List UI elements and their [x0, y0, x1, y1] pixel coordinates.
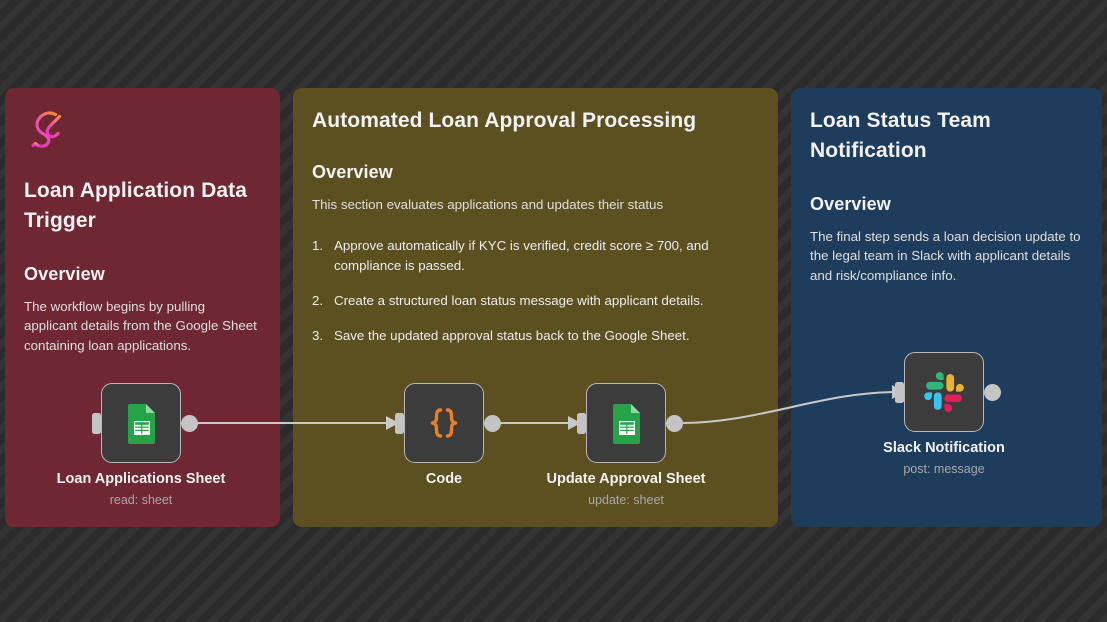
node-sublabel: post: message	[903, 462, 985, 476]
input-port[interactable]	[92, 413, 101, 434]
step-item: Create a structured loan status message …	[312, 291, 704, 311]
node-body[interactable]	[101, 383, 181, 463]
overview-body: The final step sends a loan decision upd…	[810, 228, 1081, 283]
spline-s-logo-icon	[31, 111, 62, 148]
output-port[interactable]	[984, 384, 1001, 401]
group-trigger-content: Loan Application Data Trigger Overview T…	[5, 88, 280, 355]
slack-icon	[924, 372, 964, 412]
group-card-processing[interactable]: Automated Loan Approval Processing Overv…	[293, 88, 778, 527]
output-port[interactable]	[484, 415, 501, 432]
group-processing-content: Automated Loan Approval Processing Overv…	[293, 88, 778, 346]
code-braces-icon	[430, 408, 458, 438]
node-body[interactable]	[904, 352, 984, 432]
group-title: Automated Loan Approval Processing	[312, 109, 697, 132]
node-update-approval-sheet[interactable]: Update Approval Sheet update: sheet	[547, 383, 706, 507]
node-label: Update Approval Sheet	[546, 471, 706, 487]
group-title: Loan Status Team Notification	[810, 109, 991, 162]
input-port[interactable]	[895, 382, 904, 403]
node-loan-applications-sheet[interactable]: Loan Applications Sheet read: sheet	[57, 383, 225, 507]
node-sublabel: read: sheet	[109, 493, 173, 507]
input-port[interactable]	[577, 413, 586, 434]
node-body[interactable]	[586, 383, 666, 463]
node-body[interactable]	[404, 383, 484, 463]
overview-heading: Overview	[24, 263, 105, 284]
node-label: Code	[425, 471, 463, 487]
google-sheets-icon	[128, 404, 155, 444]
overview-body: The workflow begins by pulling applicant…	[24, 298, 257, 353]
node-label: Loan Applications Sheet	[56, 471, 226, 487]
output-port[interactable]	[181, 415, 198, 432]
group-card-notification[interactable]: Loan Status Team Notification Overview T…	[791, 88, 1102, 527]
overview-body: This section evaluates applications and …	[312, 196, 664, 212]
node-label: Slack Notification	[883, 440, 1005, 456]
group-notification-content: Loan Status Team Notification Overview T…	[791, 88, 1102, 285]
overview-heading: Overview	[312, 161, 393, 182]
step-item: Save the updated approval status back to…	[312, 326, 690, 346]
node-code[interactable]: Code	[395, 383, 501, 487]
node-slack-notification[interactable]: Slack Notification post: message	[883, 352, 1005, 476]
group-title: Loan Application Data Trigger	[24, 179, 247, 232]
node-sublabel: update: sheet	[588, 493, 664, 507]
google-sheets-icon	[613, 404, 640, 444]
input-port[interactable]	[395, 413, 404, 434]
processing-steps-list: Approve automatically if KYC is verified…	[312, 236, 759, 345]
step-item: Approve automatically if KYC is verified…	[312, 236, 709, 273]
output-port[interactable]	[666, 415, 683, 432]
overview-heading: Overview	[810, 193, 891, 214]
